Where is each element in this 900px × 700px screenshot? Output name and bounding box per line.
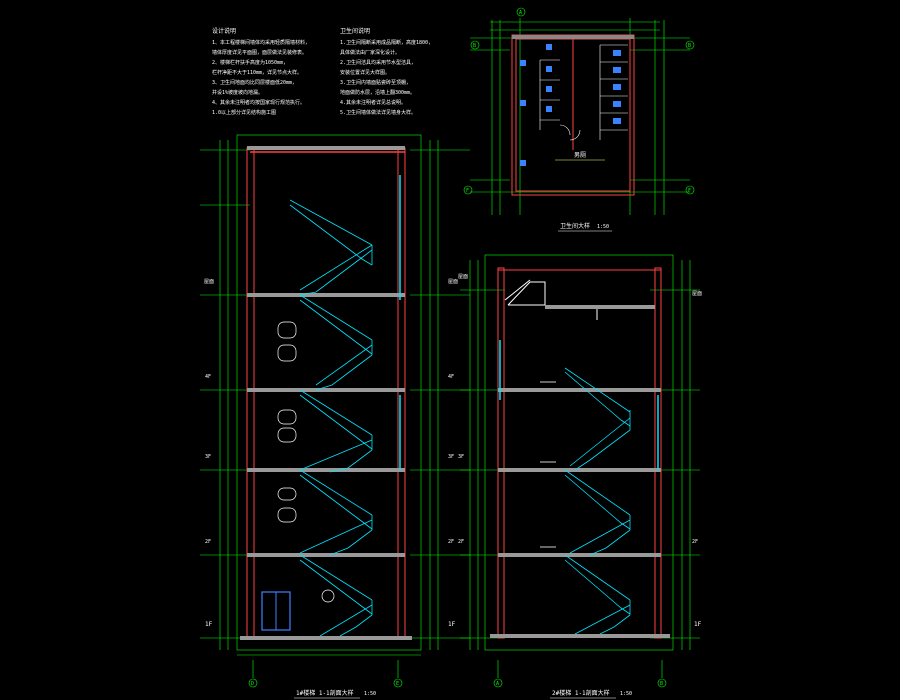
toilet-bowl-icon bbox=[613, 101, 621, 107]
urinal-icon bbox=[546, 86, 552, 92]
urinal-icon bbox=[546, 66, 552, 72]
section-1-dimensions bbox=[200, 134, 470, 678]
floor-label: 屋面 bbox=[692, 291, 702, 297]
notes-right-line: 安装位置详见大样图。 bbox=[340, 69, 390, 76]
floor-label: 3F bbox=[448, 454, 454, 460]
floor-label: 3F bbox=[205, 454, 211, 460]
toilet-bowl-icon bbox=[613, 50, 621, 56]
notes-left-line: 3、卫生间地面均比同层楼面低20mm， bbox=[212, 79, 297, 86]
toilet-plan-title: 卫生间大样 bbox=[560, 222, 590, 230]
toilet-stalls bbox=[539, 44, 628, 140]
floor-label: 2F bbox=[458, 539, 464, 545]
notes-right-title: 卫生间说明 bbox=[340, 27, 370, 35]
stair-section-1: 屋面 4F 3F 2F 1F 屋面 4F 3F 2F 1F D E 1#楼梯 1… bbox=[200, 134, 470, 699]
washbasin-icon bbox=[277, 409, 297, 425]
washbasin-icon bbox=[277, 321, 297, 339]
axis-bubble bbox=[248, 678, 258, 688]
notes-left-line: 栏杆净距不大于110mm，详见节点大样。 bbox=[212, 69, 302, 76]
floor-label: 1F bbox=[205, 621, 213, 628]
toilet-room-label: 男厕 bbox=[574, 152, 586, 159]
notes-right-line: 地面做防水层，沿墙上翻300mm。 bbox=[340, 89, 415, 96]
floor-label: 1F bbox=[448, 621, 456, 628]
section-1-stair-flights bbox=[289, 199, 373, 637]
notes-right-line: 3.卫生间内墙面贴瓷砖至顶棚， bbox=[340, 79, 411, 86]
washbasin-icon bbox=[277, 427, 297, 443]
section-2-stair-flights bbox=[564, 367, 631, 635]
notes-right-line: 1.卫生间隔断采用成品隔断，高度1800， bbox=[340, 39, 433, 46]
axis-bubble bbox=[516, 7, 526, 17]
axis-label: B bbox=[660, 681, 663, 687]
notes-left-line: 1、本工程楼梯间墙体均采用轻质隔墙材料， bbox=[212, 39, 310, 46]
axis-bubble bbox=[470, 40, 480, 50]
sink-icon bbox=[520, 100, 526, 106]
notes-left-line: 2、楼梯栏杆扶手高度为1050mm， bbox=[212, 59, 288, 66]
axis-label: A bbox=[496, 681, 499, 687]
notes-right-line: 4.其余未注明者详见总说明。 bbox=[340, 99, 406, 106]
section-1-walls bbox=[240, 146, 412, 640]
notes-right-line: 具体做法由厂家深化设计。 bbox=[340, 49, 400, 56]
axis-bubble bbox=[685, 40, 695, 50]
section-1-title: 1#楼梯 1-1剖面大样 bbox=[296, 689, 354, 697]
sink-icon bbox=[520, 160, 526, 166]
section-2-scale: 1:50 bbox=[620, 691, 632, 697]
floor-label: 2F bbox=[692, 539, 698, 545]
axis-label: F bbox=[466, 188, 469, 194]
floor-label: 4F bbox=[205, 374, 211, 380]
notes-left-line: 并设1%坡度坡向地漏。 bbox=[212, 89, 263, 96]
notes-right-line: 2.卫生间洁具均采用节水型洁具， bbox=[340, 59, 416, 66]
notes-left-line: 墙体厚度详见平面图，面层做法见装修表。 bbox=[212, 49, 307, 56]
axis-bubble bbox=[685, 185, 695, 195]
door-swing-icon bbox=[559, 124, 571, 136]
toilet-bowl-icon bbox=[613, 67, 621, 73]
floor-label: 4F bbox=[448, 374, 454, 380]
toilet-plan-top-wall bbox=[512, 35, 634, 39]
axis-bubble bbox=[657, 678, 667, 688]
notes-right-block: 卫生间说明 1.卫生间隔断采用成品隔断，高度1800， 具体做法由厂家深化设计。… bbox=[340, 27, 433, 116]
section-1-fixtures bbox=[277, 321, 335, 603]
floor-label: 屋面 bbox=[204, 279, 214, 285]
axis-label: B bbox=[688, 43, 691, 49]
notes-left-title: 设计说明 bbox=[212, 27, 236, 35]
section-1-scale: 1:50 bbox=[364, 691, 376, 697]
section-2-walls bbox=[490, 267, 670, 639]
floor-label: 3F bbox=[458, 454, 464, 460]
notes-left-line: 1.0以上部分详见结构施工图 bbox=[212, 109, 276, 116]
toilet-bowl-icon bbox=[613, 118, 621, 124]
notes-right-line: 5.卫生间墙体做法详见墙身大样。 bbox=[340, 109, 416, 116]
floor-label: 2F bbox=[448, 539, 454, 545]
axis-label: A bbox=[519, 10, 522, 16]
notes-left-block: 设计说明 1、本工程楼梯间墙体均采用轻质隔墙材料， 墙体厚度详见平面图，面层做法… bbox=[212, 27, 310, 116]
washbasin-icon bbox=[277, 344, 297, 362]
section-2-title: 2#楼梯 1-1剖面大样 bbox=[552, 689, 610, 697]
door-swing-icon bbox=[569, 129, 581, 141]
axis-bubble bbox=[493, 678, 503, 688]
toilet-plan-scale: 1:50 bbox=[597, 224, 609, 230]
washbasin-icon bbox=[277, 487, 297, 501]
axis-bubble bbox=[463, 185, 473, 195]
axis-label: D bbox=[251, 681, 254, 687]
axis-label: F bbox=[688, 188, 691, 194]
urinal-icon bbox=[546, 106, 552, 112]
sink-icon bbox=[520, 60, 526, 66]
floor-label: 1F bbox=[694, 621, 702, 628]
round-fixture-icon bbox=[321, 589, 335, 603]
notes-left-line: 4、其余未注明者均按国家现行规范执行。 bbox=[212, 99, 305, 106]
stair-section-2: 屋面 3F 2F 屋面 2F 1F A B 2#楼梯 1-1剖面大样 1:50 bbox=[458, 254, 702, 699]
toilet-bowl-icon bbox=[613, 84, 621, 90]
floor-label: 屋面 bbox=[448, 279, 458, 285]
toilet-plan: 男厕 A B B F F 卫生间大样 1:50 bbox=[463, 7, 695, 232]
floor-label: 2F bbox=[205, 539, 211, 545]
sink-icon bbox=[546, 44, 552, 50]
axis-bubble bbox=[393, 678, 403, 688]
axis-label: B bbox=[473, 43, 476, 49]
axis-label: E bbox=[396, 681, 399, 687]
washbasin-icon bbox=[277, 507, 297, 523]
floor-label: 屋面 bbox=[458, 274, 468, 280]
toilet-fixtures bbox=[520, 44, 621, 166]
